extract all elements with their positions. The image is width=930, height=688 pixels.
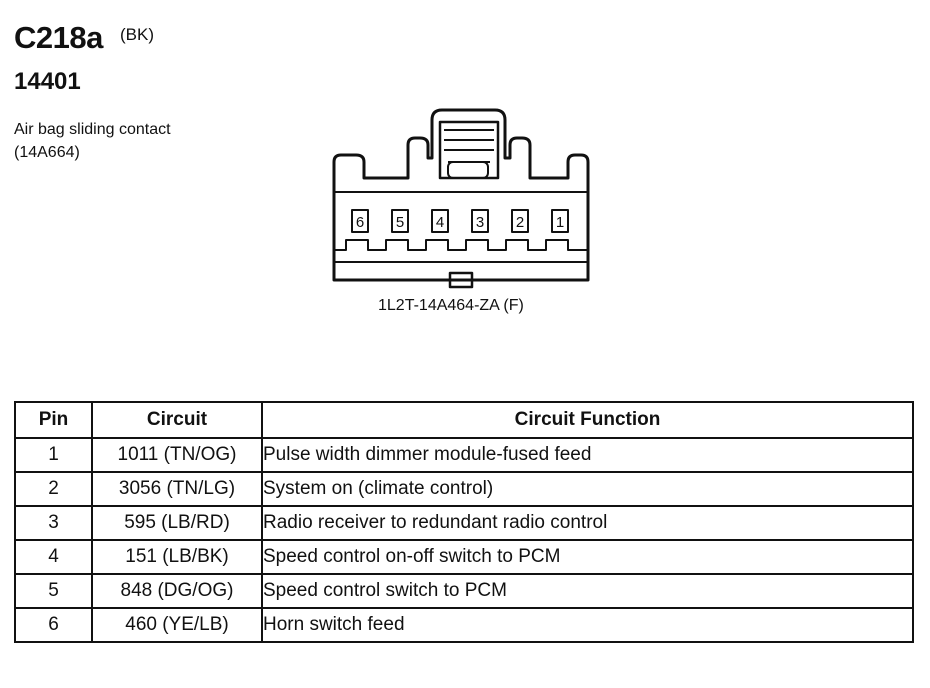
- row-pin: 4: [14, 539, 93, 575]
- row-pin: 5: [14, 573, 93, 609]
- row-function: Horn switch feed: [261, 607, 914, 643]
- table-row: 6 460 (YE/LB) Horn switch feed: [14, 607, 914, 643]
- connector-color: (BK): [120, 25, 154, 44]
- pin-box-1: [551, 209, 569, 233]
- part-number: 14401: [14, 68, 81, 95]
- pin-label-4: 4: [436, 214, 444, 231]
- row-function: Pulse width dimmer module-fused feed: [261, 437, 914, 473]
- connector-id: C218a: [14, 20, 103, 55]
- pin-label-6: 6: [356, 214, 364, 231]
- terminal-guides: [334, 239, 588, 251]
- header-circuit-function: Circuit Function: [261, 401, 914, 439]
- connector-face-diagram: 6 5 4 3 2 1: [332, 108, 590, 289]
- pin-box-2: [511, 209, 529, 233]
- row-pin: 3: [14, 505, 93, 541]
- pin-box-3: [471, 209, 489, 233]
- connector-body-outline: [332, 108, 590, 282]
- row-pin: 2: [14, 471, 93, 507]
- row-circuit: 151 (LB/BK): [91, 539, 263, 575]
- locking-tab-outline: [438, 120, 500, 180]
- row-pin: 6: [14, 607, 93, 643]
- pin-box-4: [431, 209, 449, 233]
- header-circuit: Circuit: [91, 401, 263, 439]
- row-circuit: 460 (YE/LB): [91, 607, 263, 643]
- table-header-row: Pin Circuit Circuit Function: [14, 401, 914, 439]
- locking-tab-detail: [444, 129, 494, 163]
- pin-label-1: 1: [556, 214, 564, 231]
- pin-label-3: 3: [476, 214, 484, 231]
- table-row: 3 595 (LB/RD) Radio receiver to redundan…: [14, 505, 914, 541]
- row-function: Radio receiver to redundant radio contro…: [261, 505, 914, 541]
- pin-table: Pin Circuit Circuit Function 1 1011 (TN/…: [14, 401, 914, 643]
- table-row: 1 1011 (TN/OG) Pulse width dimmer module…: [14, 437, 914, 473]
- connector-bottom-key: [448, 271, 474, 289]
- connector-view-label: 1L2T-14A464-ZA (F): [378, 297, 524, 314]
- row-circuit: 595 (LB/RD): [91, 505, 263, 541]
- component-base-part: (14A664): [14, 144, 80, 161]
- pin-box-6: [351, 209, 369, 233]
- pin-box-5: [391, 209, 409, 233]
- row-function: System on (climate control): [261, 471, 914, 507]
- row-circuit: 848 (DG/OG): [91, 573, 263, 609]
- row-function: Speed control on-off switch to PCM: [261, 539, 914, 575]
- table-row: 2 3056 (TN/LG) System on (climate contro…: [14, 471, 914, 507]
- component-description: Air bag sliding contact: [14, 121, 171, 138]
- pin-label-2: 2: [516, 214, 524, 231]
- locking-tab-catch: [447, 161, 489, 179]
- pin-label-5: 5: [396, 214, 404, 231]
- table-row: 4 151 (LB/BK) Speed control on-off switc…: [14, 539, 914, 575]
- header-pin: Pin: [14, 401, 93, 439]
- row-circuit: 1011 (TN/OG): [91, 437, 263, 473]
- row-pin: 1: [14, 437, 93, 473]
- table-row: 5 848 (DG/OG) Speed control switch to PC…: [14, 573, 914, 609]
- row-function: Speed control switch to PCM: [261, 573, 914, 609]
- row-circuit: 3056 (TN/LG): [91, 471, 263, 507]
